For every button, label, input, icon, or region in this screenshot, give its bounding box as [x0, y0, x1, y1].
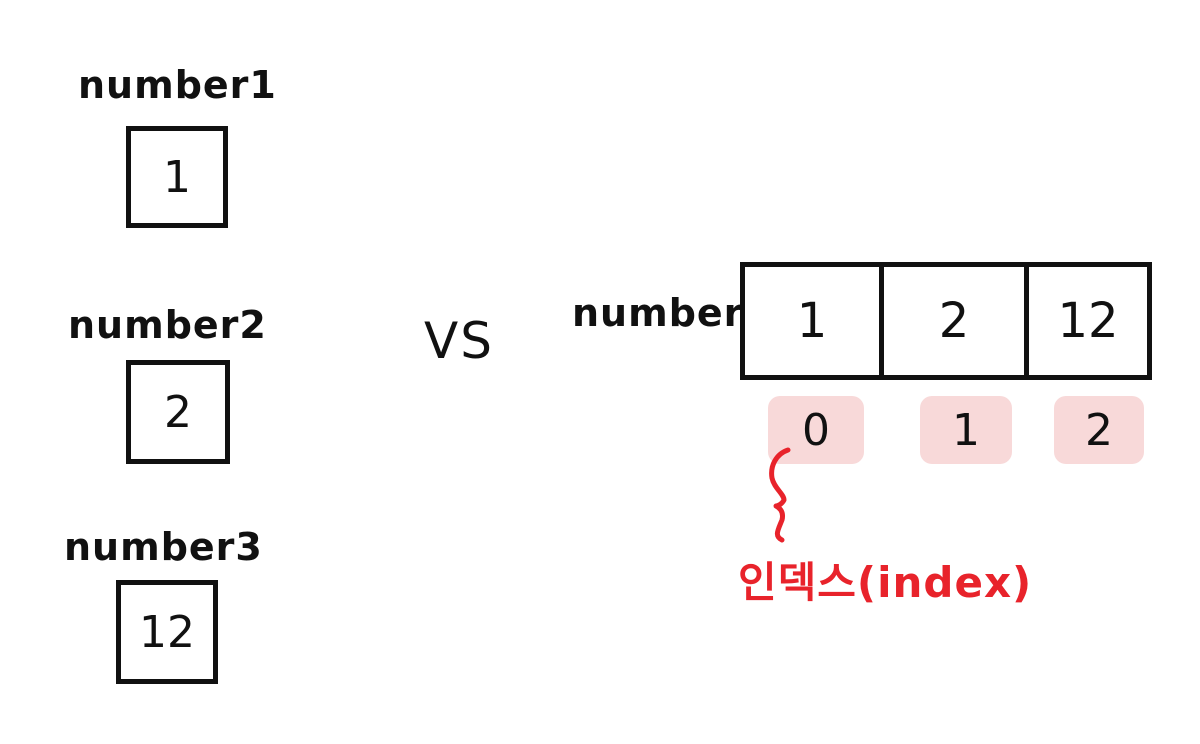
variable-number1-label: number1 — [78, 63, 277, 107]
variable-number3-box: 12 — [116, 580, 218, 684]
vs-text: VS — [424, 312, 494, 370]
array-cell-1: 2 — [879, 267, 1024, 375]
variable-number3-label: number3 — [64, 525, 263, 569]
variable-number2-label: number2 — [68, 303, 267, 347]
array-index-1: 1 — [920, 396, 1012, 464]
array-box: 1 2 12 — [740, 262, 1152, 380]
array-label: number — [572, 291, 744, 335]
array-cell-2: 12 — [1024, 267, 1147, 375]
variable-number2-box: 2 — [126, 360, 230, 464]
variable-number1-box: 1 — [126, 126, 228, 228]
array-index-2: 2 — [1054, 396, 1144, 464]
array-cell-0: 1 — [796, 293, 828, 349]
index-caption: 인덱스(index) — [738, 558, 1033, 607]
index-brace-icon — [769, 447, 791, 543]
